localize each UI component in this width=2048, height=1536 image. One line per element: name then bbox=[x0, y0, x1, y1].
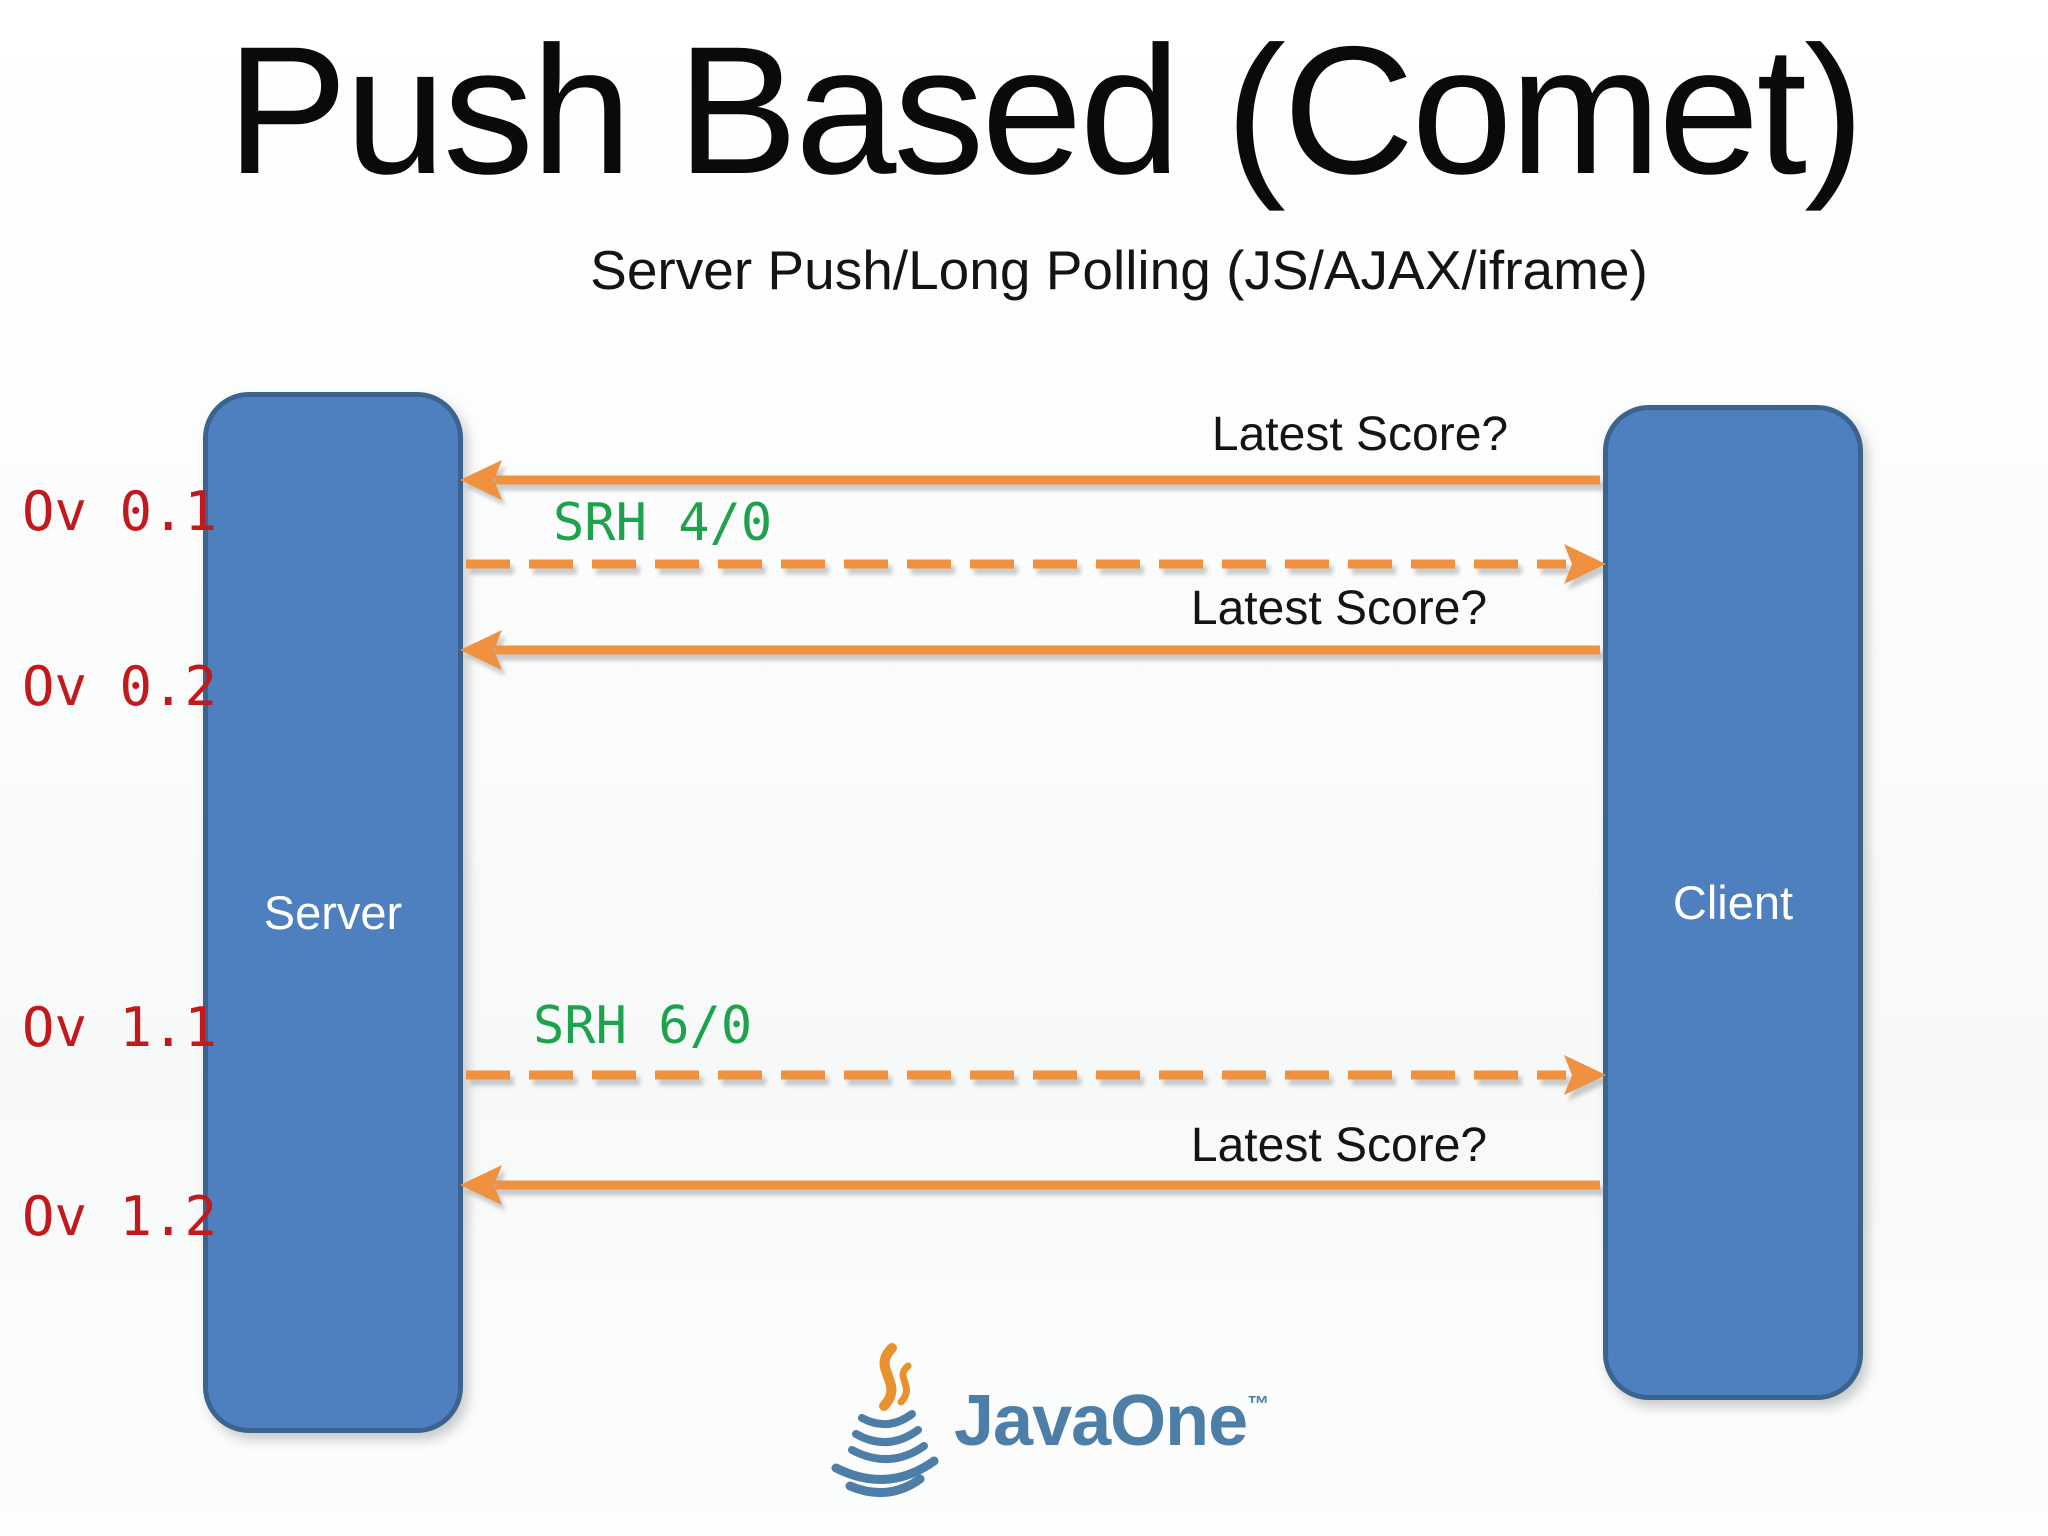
arrow-request-2 bbox=[460, 630, 1600, 670]
over-label-1-2: Ov 1.2 bbox=[22, 1185, 218, 1248]
over-label-1-1: Ov 1.1 bbox=[22, 996, 218, 1059]
server-label: Server bbox=[263, 886, 403, 939]
server-lifeline: Server bbox=[203, 392, 463, 1433]
client-lifeline: Client bbox=[1603, 405, 1863, 1400]
message-label-srh-6-0: SRH 6/0 bbox=[533, 996, 753, 1056]
message-label-srh-4-0: SRH 4/0 bbox=[553, 493, 773, 553]
trademark-symbol: ™ bbox=[1247, 1391, 1269, 1416]
javaone-logo: JavaOne™ bbox=[828, 1342, 1269, 1500]
page-subtitle: Server Push/Long Polling (JS/AJAX/iframe… bbox=[590, 239, 1648, 301]
arrow-request-3 bbox=[460, 1165, 1600, 1205]
java-cup-icon bbox=[831, 1343, 939, 1498]
message-label-latest-score-1: Latest Score? bbox=[1211, 408, 1509, 461]
client-label: Client bbox=[1672, 876, 1794, 929]
arrow-response-2 bbox=[466, 1055, 1606, 1095]
arrow-response-1 bbox=[466, 544, 1606, 584]
over-label-0-1: Ov 0.1 bbox=[22, 480, 218, 543]
page-title: Push Based (Comet) bbox=[226, 8, 1864, 212]
javaone-text: JavaOne bbox=[954, 1381, 1248, 1461]
javaone-wordmark: JavaOne™ bbox=[954, 1380, 1269, 1462]
message-label-latest-score-2: Latest Score? bbox=[1190, 582, 1488, 635]
arrow-request-1 bbox=[460, 460, 1600, 500]
over-label-0-2: Ov 0.2 bbox=[22, 655, 218, 718]
message-label-latest-score-3: Latest Score? bbox=[1190, 1119, 1488, 1172]
